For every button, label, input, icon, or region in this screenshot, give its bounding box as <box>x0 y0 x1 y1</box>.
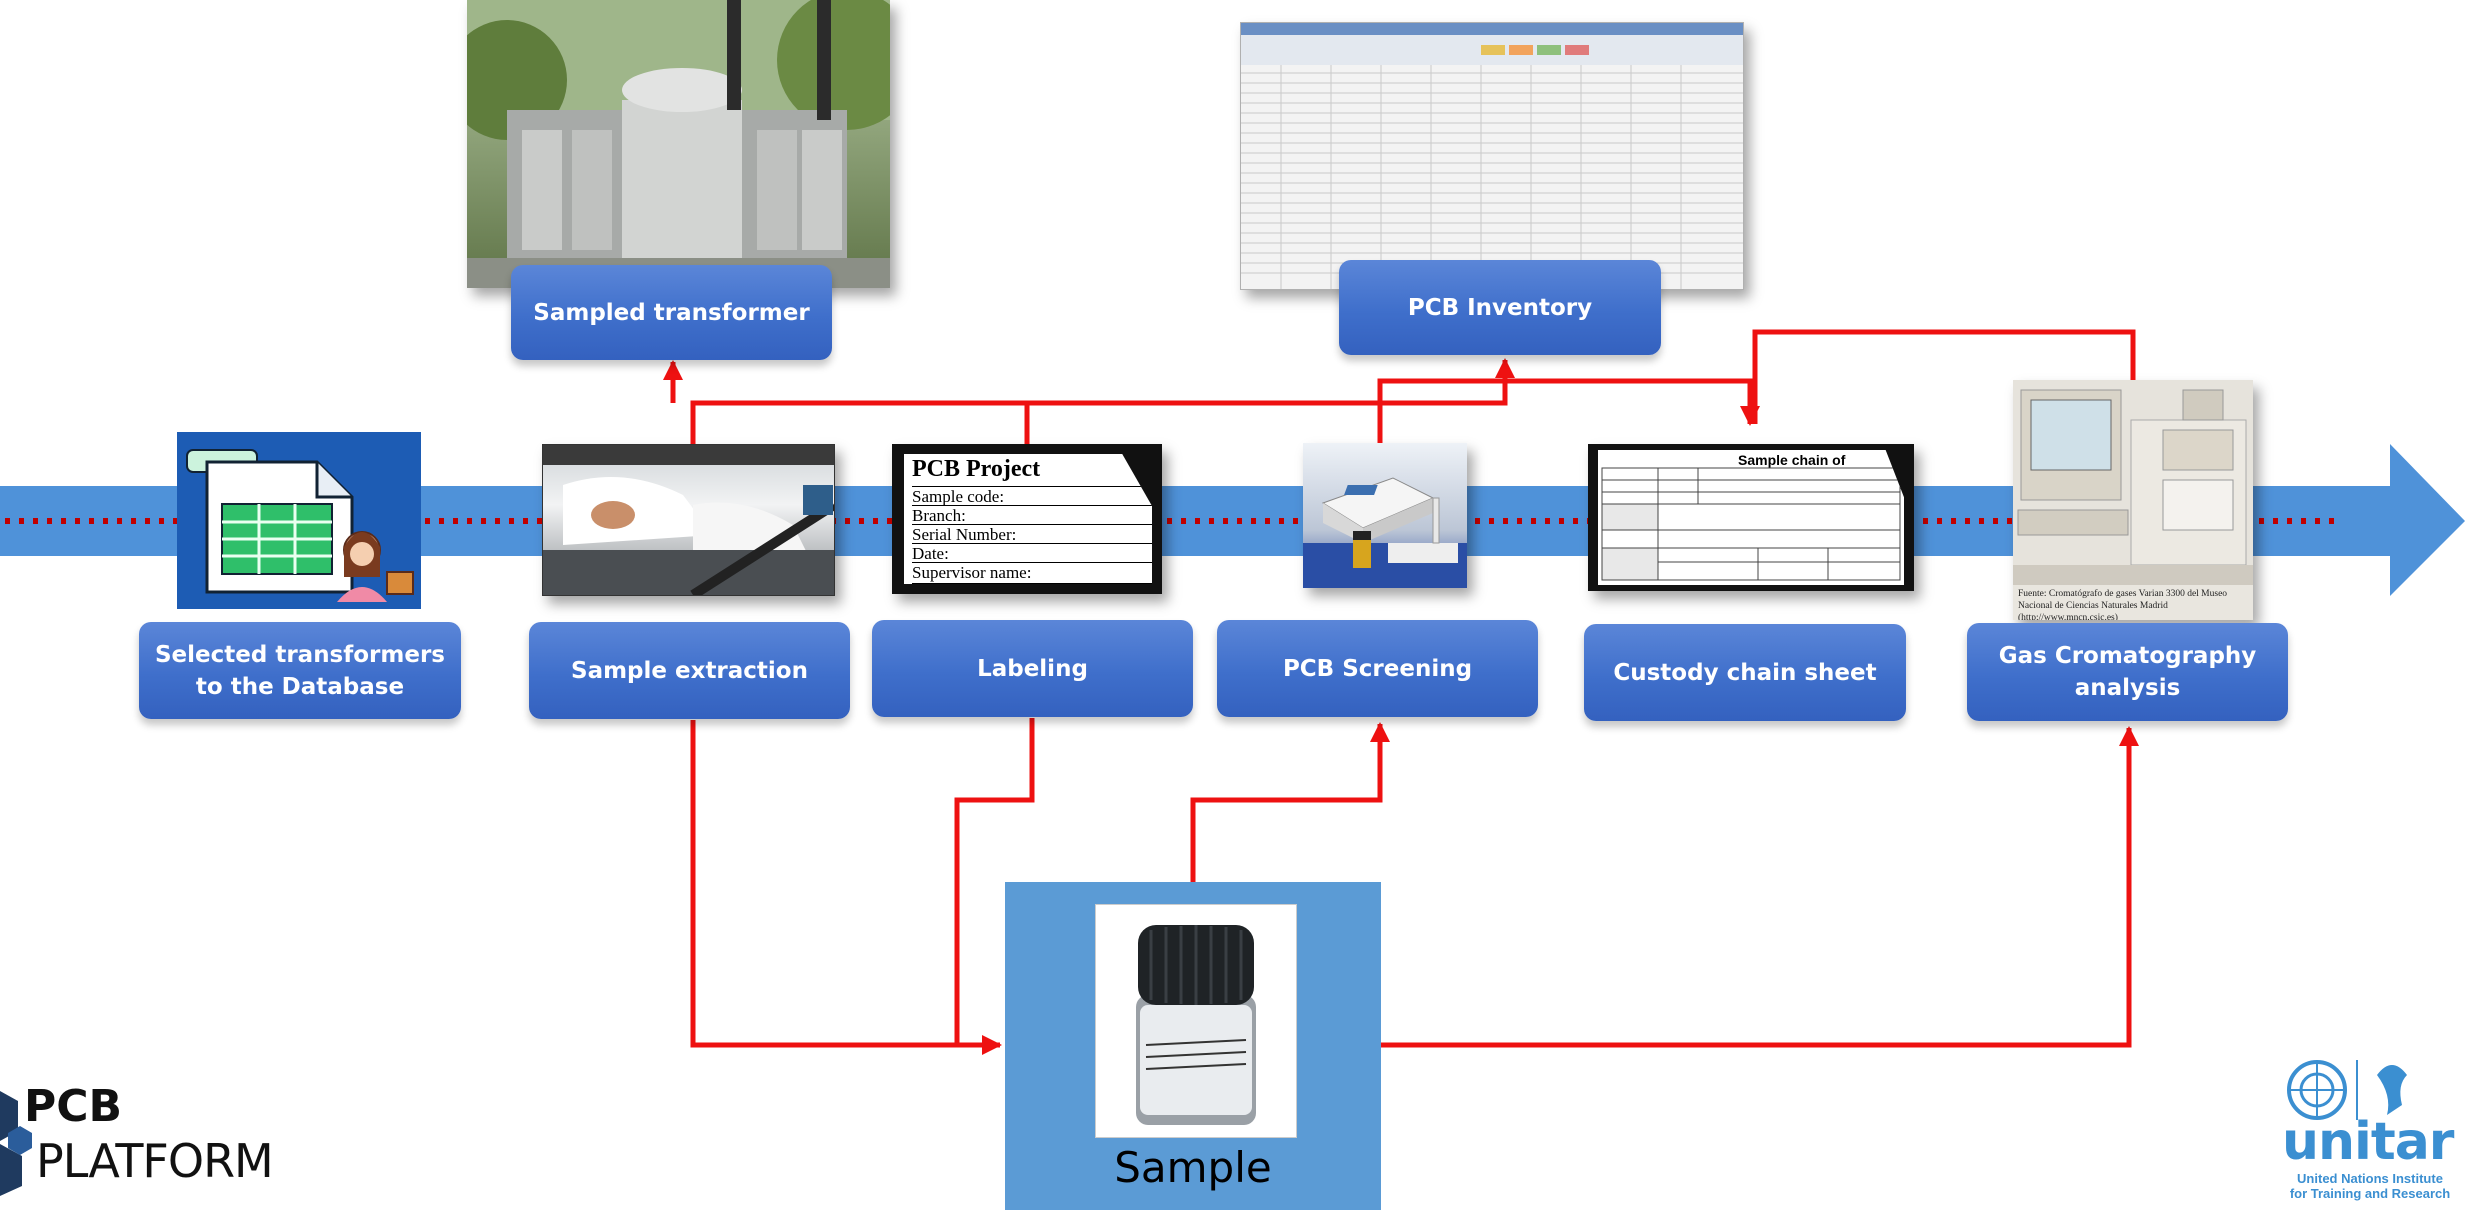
label-card-image: PCB Project Sample code: Branch: Serial … <box>892 444 1162 594</box>
unitar-wordmark: unitar <box>2282 1112 2454 1172</box>
sample-extraction-photo <box>542 444 835 596</box>
label-card-line: Serial Number: <box>912 524 1152 545</box>
screening-kit-photo <box>1303 443 1467 588</box>
sample-extraction-button[interactable]: Sample extraction <box>529 622 850 719</box>
un-emblem-icon <box>2287 1060 2407 1120</box>
label-card-line: Sample code: <box>912 486 1152 507</box>
logo-platform-text: PLATFORM <box>36 1134 274 1188</box>
sample-bottle-photo <box>1095 904 1297 1138</box>
database-spreadsheet-icon <box>177 432 421 609</box>
label-card-line: Date: <box>912 543 1152 564</box>
sampled-transformer-button[interactable]: Sampled transformer <box>511 265 832 360</box>
inventory-spreadsheet-image <box>1240 22 1744 290</box>
gas-chromatograph-caption: Fuente: Cromatógrafo de gases Varian 330… <box>2018 589 2228 620</box>
custody-sheet-title: Sample chain of <box>1738 452 1846 468</box>
pcb-screening-button[interactable]: PCB Screening <box>1217 620 1538 717</box>
sample-label: Sample <box>1114 1143 1272 1192</box>
gas-chromatograph-photo: Fuente: Cromatógrafo de gases Varian 330… <box>2013 380 2253 620</box>
gas-chromatography-button[interactable]: Gas Cromatography analysis <box>1967 623 2288 721</box>
unitar-logo: unitar United Nations Institute for Trai… <box>2272 1055 2462 1205</box>
selected-transformers-button[interactable]: Selected transformers to the Database <box>139 622 461 719</box>
custody-chain-button[interactable]: Custody chain sheet <box>1584 624 1906 721</box>
hexagon-logo-icon <box>0 1091 32 1196</box>
logo-pcb-text: PCB <box>24 1081 123 1132</box>
label-card-line: Branch: <box>912 505 1152 526</box>
label-card-line: Supervisor name: <box>912 562 1152 584</box>
pcb-inventory-button[interactable]: PCB Inventory <box>1339 260 1661 355</box>
unitar-tagline-2: for Training and Research <box>2289 1186 2451 1201</box>
transformer-photo <box>467 0 890 288</box>
unitar-tagline-1: United Nations Institute <box>2297 1171 2443 1186</box>
labeling-button[interactable]: Labeling <box>872 620 1193 717</box>
label-card-title: PCB Project <box>912 456 1041 482</box>
custody-sheet-image: Sample chain of <box>1588 444 1914 591</box>
pcb-platform-logo: PCB PLATFORM <box>0 1080 310 1210</box>
sample-box: Sample <box>1005 882 1381 1210</box>
